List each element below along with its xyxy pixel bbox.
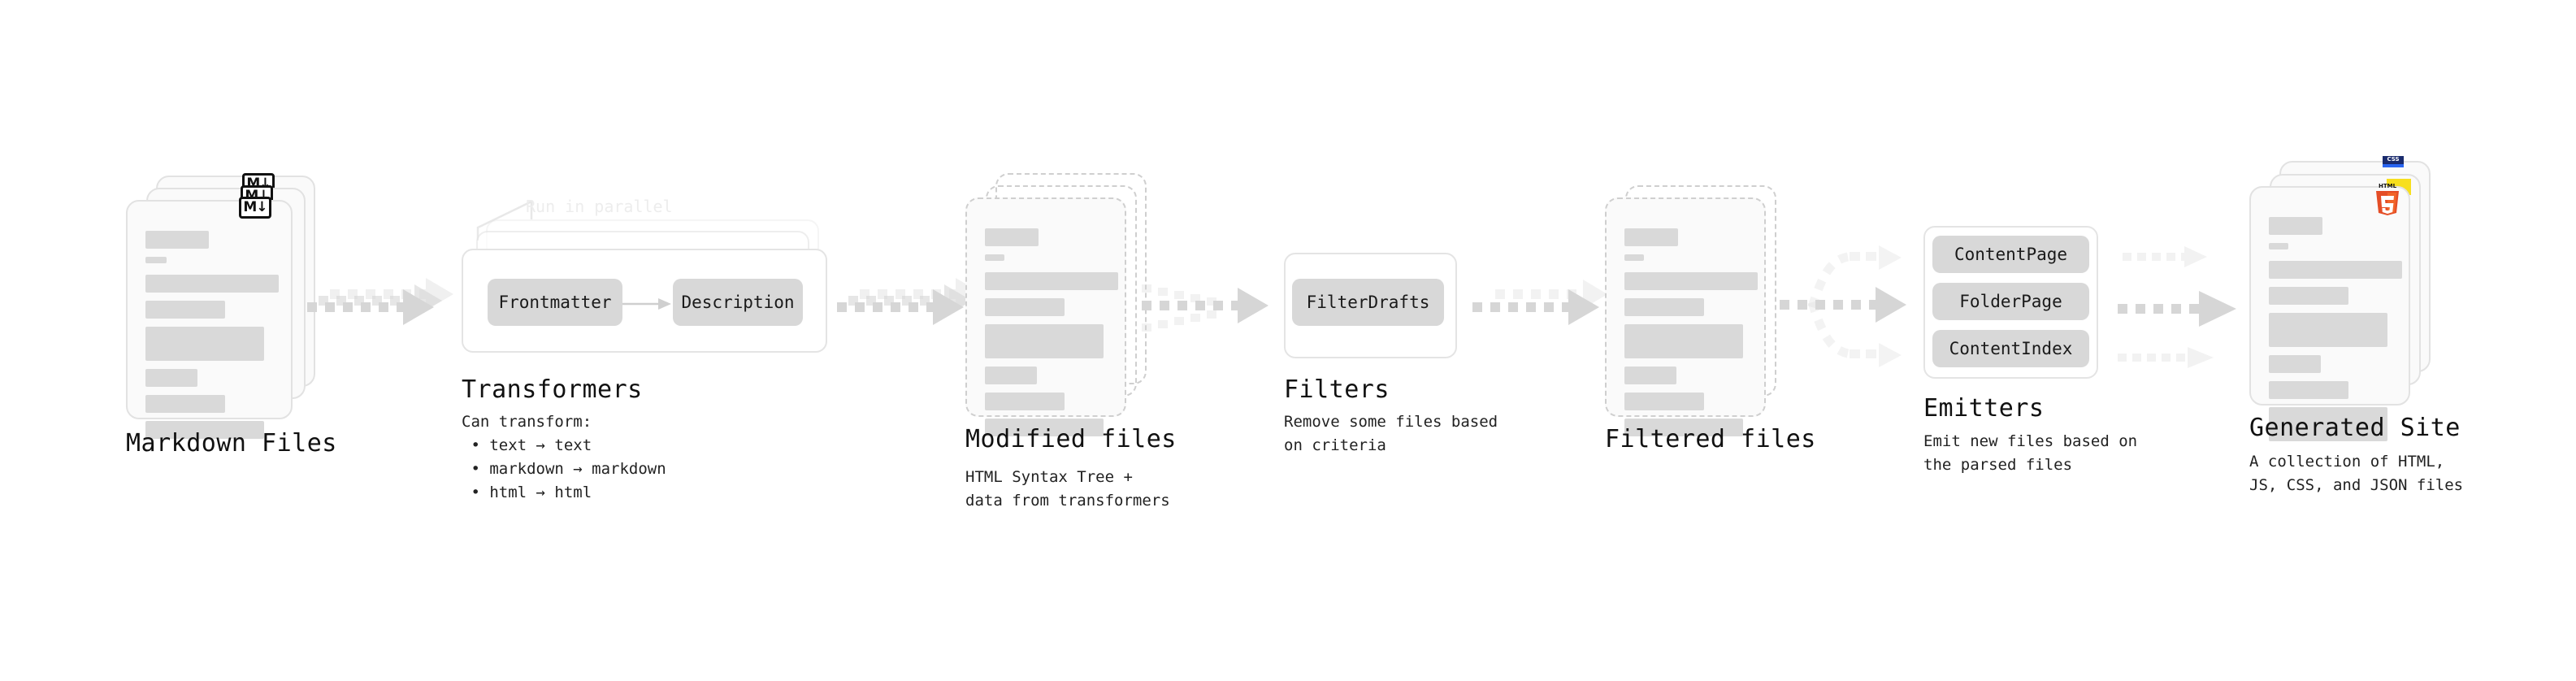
markdown-card-content xyxy=(145,231,279,447)
filtered-card-content xyxy=(1624,228,1758,445)
filtered-files-title: Filtered files xyxy=(1605,425,1816,453)
doc-line xyxy=(985,367,1037,384)
modified-card-front xyxy=(965,197,1126,436)
doc-line xyxy=(985,228,1039,246)
generated-site-caption: A collection of HTML, JS, CSS, and JSON … xyxy=(2249,453,2464,494)
doc-line xyxy=(1624,272,1758,290)
doc-line xyxy=(985,393,1065,410)
arrow-filtered-to-emitters xyxy=(1780,245,1906,367)
emitters-chip-contentindex[interactable]: ContentIndex xyxy=(1932,330,2089,367)
doc-line xyxy=(145,257,167,263)
css3-icon: CSS xyxy=(2383,156,2404,167)
modified-files-title: Modified files xyxy=(965,425,1177,453)
doc-line xyxy=(145,395,225,413)
markdown-files-title: Markdown Files xyxy=(126,429,337,458)
arrow-modified-to-filters xyxy=(1142,284,1268,332)
doc-line xyxy=(145,275,279,293)
doc-line xyxy=(2269,407,2387,441)
filters-chip-filterdrafts[interactable]: FilterDrafts xyxy=(1292,279,1444,326)
markdown-icon: M↓ xyxy=(239,197,271,219)
doc-line xyxy=(2269,355,2321,373)
transformers-chip-description[interactable]: Description xyxy=(673,279,803,326)
filters-caption: Remove some files based on criteria xyxy=(1284,413,1498,454)
doc-line xyxy=(1624,393,1704,410)
doc-line xyxy=(985,272,1118,290)
doc-line xyxy=(2269,243,2288,249)
doc-line xyxy=(145,421,264,439)
doc-line xyxy=(985,298,1065,316)
generated-site-title: Generated Site xyxy=(2249,414,2461,442)
doc-line xyxy=(1624,228,1678,246)
arrow-filters-to-filtered xyxy=(1472,280,1607,325)
site-card-content xyxy=(2269,217,2402,449)
doc-line xyxy=(2269,287,2348,305)
emitters-caption: Emit new files based on the parsed files xyxy=(1923,432,2138,474)
transformers-title: Transformers xyxy=(462,375,643,404)
doc-line xyxy=(1624,419,1743,436)
doc-line xyxy=(2269,217,2322,235)
doc-line xyxy=(985,254,1004,261)
doc-line xyxy=(145,327,264,361)
transformers-chip-frontmatter[interactable]: Frontmatter xyxy=(488,279,622,326)
transformers-connector-arrow xyxy=(622,298,671,310)
doc-line xyxy=(1624,367,1676,384)
emitters-chip-contentpage[interactable]: ContentPage xyxy=(1932,236,2089,273)
doc-line xyxy=(1624,254,1644,261)
doc-line xyxy=(985,419,1104,436)
transformers-caption: Can transform: • text → text • markdown … xyxy=(462,413,666,501)
doc-line xyxy=(145,301,225,319)
filters-title: Filters xyxy=(1284,375,1390,404)
doc-line xyxy=(2269,381,2348,399)
html5-icon: HTML xyxy=(2376,183,2399,215)
modified-files-caption: HTML Syntax Tree + data from transformer… xyxy=(965,468,1170,510)
modified-card-content xyxy=(985,228,1118,445)
doc-line xyxy=(2269,313,2387,347)
filtered-card-front xyxy=(1605,197,1766,436)
run-in-parallel-label: Run in parallel xyxy=(526,197,673,216)
doc-line xyxy=(1624,324,1743,358)
doc-line xyxy=(2269,261,2402,279)
site-card-front xyxy=(2249,186,2410,441)
doc-line xyxy=(985,324,1104,358)
doc-line xyxy=(1624,298,1704,316)
arrow-transformers-to-modified xyxy=(837,278,983,325)
emitters-title: Emitters xyxy=(1923,394,2045,423)
arrow-markdown-to-transformers xyxy=(307,278,453,325)
doc-line xyxy=(145,369,197,387)
doc-line xyxy=(145,231,209,249)
run-in-parallel-bracket xyxy=(476,200,533,241)
markdown-card-front: M↓ xyxy=(126,197,293,439)
svg-text:HTML: HTML xyxy=(2379,183,2397,189)
arrow-emitters-to-site xyxy=(2118,246,2236,368)
emitters-chip-folderpage[interactable]: FolderPage xyxy=(1932,283,2089,320)
